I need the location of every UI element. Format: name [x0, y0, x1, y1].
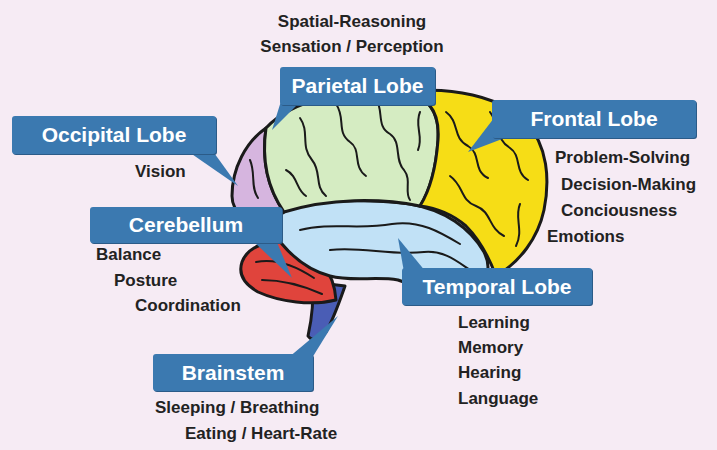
callout-heading: Cerebellum — [129, 213, 243, 237]
function-label: Spatial-Reasoning — [278, 12, 426, 32]
function-label: Coordination — [135, 296, 241, 316]
callout-heading: Frontal Lobe — [530, 107, 657, 131]
fold-line — [330, 249, 470, 270]
function-label: Sensation / Perception — [260, 37, 443, 57]
fold-line — [418, 112, 420, 150]
callout-heading: Parietal Lobe — [292, 74, 424, 98]
callout-heading: Temporal Lobe — [423, 275, 572, 299]
callout-pointer — [186, 150, 238, 186]
function-label: Language — [458, 389, 538, 409]
fold-line — [286, 170, 306, 196]
parietal-lobe-region — [265, 91, 439, 212]
callout-pointer — [398, 238, 426, 272]
fold-line — [376, 98, 410, 200]
function-label: Posture — [114, 271, 177, 291]
callout-heading: Brainstem — [182, 361, 285, 385]
function-label: Sleeping / Breathing — [155, 398, 319, 418]
callout-heading: Occipital Lobe — [42, 123, 187, 147]
brainstem-callout: Brainstem — [153, 354, 313, 391]
fold-line — [300, 223, 460, 244]
callout-pointer — [252, 240, 292, 278]
function-label: Vision — [135, 162, 186, 182]
callout-pointer — [288, 316, 338, 358]
temporal-callout: Temporal Lobe — [402, 268, 592, 305]
fold-line — [450, 176, 504, 236]
fold-line — [516, 204, 520, 246]
function-label: Eating / Heart-Rate — [185, 424, 337, 444]
brain-folds — [250, 98, 528, 294]
fold-line — [262, 280, 322, 294]
fold-line — [300, 118, 326, 196]
occipital-callout: Occipital Lobe — [12, 116, 216, 154]
function-label: Hearing — [458, 363, 521, 383]
cerebellum-callout: Cerebellum — [90, 207, 282, 243]
function-label: Learning — [458, 313, 530, 333]
function-label: Problem-Solving — [555, 148, 690, 168]
function-label: Emotions — [547, 227, 624, 247]
function-label: Memory — [458, 338, 523, 358]
function-label: Balance — [96, 245, 161, 265]
parietal-callout: Parietal Lobe — [280, 67, 435, 105]
function-label: Decision-Making — [561, 175, 696, 195]
frontal-callout: Frontal Lobe — [492, 100, 696, 138]
function-label: Conciousness — [561, 201, 677, 221]
fold-line — [250, 160, 258, 198]
fold-line — [336, 104, 366, 176]
